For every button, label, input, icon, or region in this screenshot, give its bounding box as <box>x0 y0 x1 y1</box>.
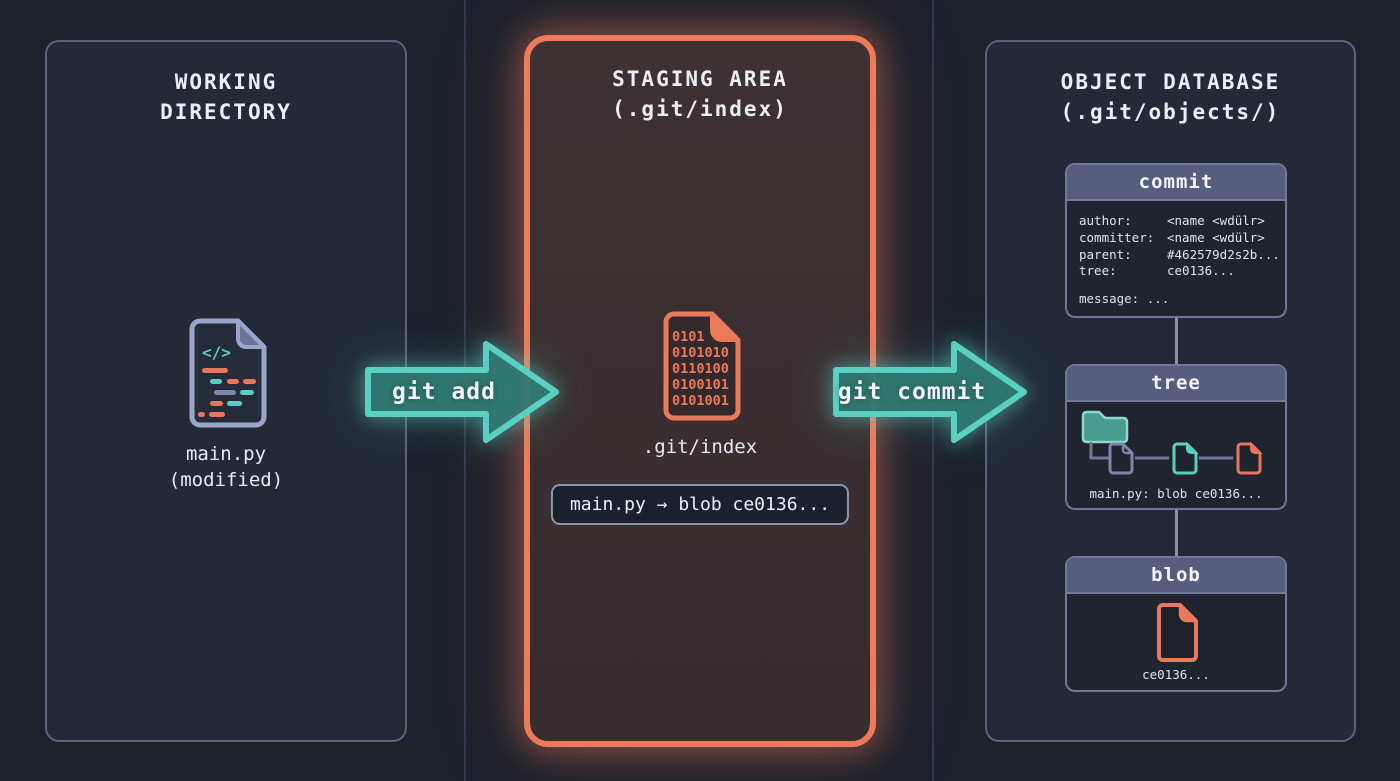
field-value: #462579d2s2b... <box>1167 246 1280 262</box>
staging-area-title: STAGING AREA (.git/index) <box>530 65 870 125</box>
title-line-2: (.git/objects/) <box>1060 99 1281 124</box>
svg-text:</>: </> <box>202 343 231 362</box>
git-add-label: git add <box>392 379 496 405</box>
commit-field-row: tree: ce0136... <box>1079 263 1273 280</box>
folder-icon <box>1081 410 1129 444</box>
title-line-1: WORKING <box>174 70 278 94</box>
index-label: .git/index <box>642 436 758 458</box>
commit-box-header: commit <box>1067 165 1285 201</box>
binary-line: 0101010 <box>672 345 729 361</box>
commit-field-row: committer: <name <wdülr> <box>1079 230 1273 247</box>
commit-object-box: commit author: <name <wdülr> committer: … <box>1065 163 1287 318</box>
working-directory-panel: WORKING DIRECTORY </> main.py ( <box>45 40 407 742</box>
field-label: committer: <box>1079 229 1155 245</box>
field-label: parent: <box>1079 246 1132 262</box>
file-icon-orange <box>1236 441 1263 475</box>
git-add-arrow: git add <box>362 334 562 450</box>
title-line-2: DIRECTORY <box>160 99 292 124</box>
blob-object-box: blob ce0136... <box>1065 556 1287 692</box>
git-commit-arrow: git commit <box>830 334 1030 450</box>
file-status: (modified) <box>168 468 284 491</box>
arrow-right-icon <box>833 341 1027 443</box>
index-file-figure: 0101 0101010 0110100 0100101 0101001 .gi… <box>530 309 870 461</box>
field-label: tree: <box>1079 263 1117 279</box>
commit-box-body: author: <name <wdülr> committer: <name <… <box>1067 201 1285 316</box>
file-icon-teal <box>1172 441 1199 475</box>
title-line-1: STAGING AREA <box>612 67 788 91</box>
binary-line: 0100101 <box>672 377 729 393</box>
modified-file-figure: </> main.py (modified) <box>47 316 405 493</box>
file-icon-gray <box>1108 442 1134 475</box>
binary-line: 0101 <box>672 329 705 345</box>
blob-box-header: blob <box>1067 558 1285 594</box>
tree-box-body: main.py: blob ce0136... <box>1067 402 1285 508</box>
binary-file-icon: 0101 0101010 0110100 0100101 0101001 <box>663 311 741 421</box>
object-database-title: OBJECT DATABASE (.git/objects/) <box>987 68 1354 128</box>
file-label: main.py (modified) <box>169 442 283 493</box>
commit-field-row: author: <name <wdülr> <box>1079 213 1273 230</box>
git-commit-label: git commit <box>837 379 987 405</box>
binary-line: 0110100 <box>672 361 729 377</box>
commit-tree-connector <box>1175 318 1178 364</box>
field-value: <name <wdülr> <box>1167 213 1265 228</box>
code-file-icon: </> <box>189 318 267 428</box>
field-label: author: <box>1079 213 1132 228</box>
field-value: <name <wdülr> <box>1167 229 1265 245</box>
binary-line: 0101001 <box>672 393 729 409</box>
tree-blob-connector <box>1175 510 1178 556</box>
working-directory-title: WORKING DIRECTORY <box>47 68 405 128</box>
commit-message: message: ... <box>1079 291 1170 306</box>
blob-box-body: ce0136... <box>1067 594 1285 690</box>
title-line-2: (.git/index) <box>612 96 788 121</box>
tree-object-box: tree <box>1065 364 1287 510</box>
field-value: ce0136... <box>1167 263 1235 279</box>
title-line-1: OBJECT DATABASE <box>1060 70 1281 94</box>
blob-file-icon <box>1157 603 1198 662</box>
staging-area-panel: STAGING AREA (.git/index) 0101 0101010 0… <box>524 35 876 747</box>
tree-structure-graphic <box>1081 410 1263 475</box>
commit-field-row: parent: #462579d2s2b... <box>1079 246 1280 264</box>
tree-entry-caption: main.py: blob ce0136... <box>1089 486 1263 501</box>
blob-hash-caption: ce0136... <box>1142 667 1210 682</box>
arrow-right-icon <box>365 341 559 443</box>
object-database-panel: OBJECT DATABASE (.git/objects/) commit a… <box>985 40 1356 742</box>
file-name: main.py <box>185 443 267 465</box>
tree-box-header: tree <box>1067 366 1285 402</box>
index-mapping-entry: main.py → blob ce0136... <box>550 484 850 525</box>
